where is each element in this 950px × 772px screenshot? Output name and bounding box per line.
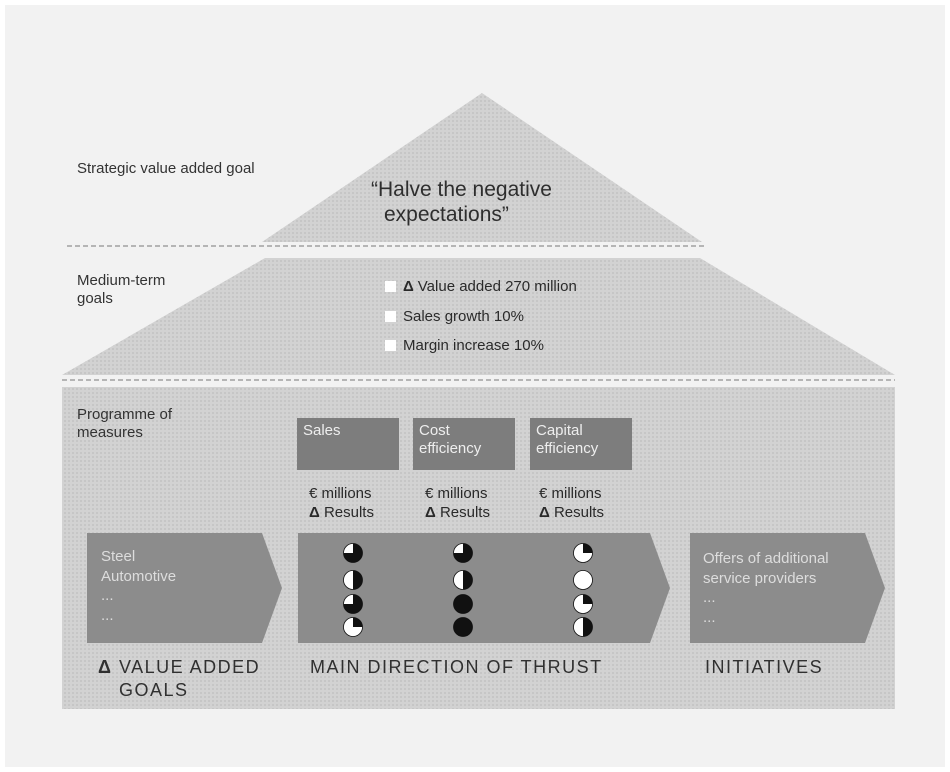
goal-text: Sales growth 10% <box>403 308 524 325</box>
category-label: Capital <box>536 422 583 439</box>
harvey-ball-icon <box>573 617 593 637</box>
unit-label: € millions Δ Results <box>425 485 490 523</box>
harvey-ball-fill <box>353 617 363 627</box>
category-box-capital-efficiency: Capital efficiency <box>530 418 632 470</box>
harvey-ball-base <box>453 617 473 637</box>
arrow-item: Offers of additional <box>703 550 829 567</box>
harvey-ball-icon <box>453 594 473 614</box>
arrow-item: ... <box>101 606 114 624</box>
delta-symbol: Δ <box>403 278 414 295</box>
unit-millions: € millions <box>539 485 602 502</box>
unit-results: Δ Results <box>309 504 374 523</box>
category-label: Cost <box>419 422 450 439</box>
middle-label-line2: goals <box>77 290 113 307</box>
harvey-ball-icon <box>343 570 363 590</box>
results-text: Results <box>323 503 374 521</box>
harvey-ball-fill <box>453 543 473 563</box>
harvey-ball-icon <box>343 543 363 563</box>
arrow-item: service providers <box>703 569 817 587</box>
roof-label: Strategic value added goal <box>77 160 255 177</box>
caption-line: VALUE ADDED <box>118 657 261 677</box>
harvey-ball-fill <box>583 594 593 604</box>
harvey-ball-base <box>453 594 473 614</box>
harvey-ball-icon <box>343 594 363 614</box>
unit-results: Δ Results <box>425 504 490 523</box>
caption-main-direction: MAIN DIRECTION OF THRUST <box>310 657 603 677</box>
category-label: efficiency <box>536 440 599 457</box>
left-arrow <box>87 533 282 643</box>
caption-value-added-goals: Δ VALUE ADDED GOALS <box>98 656 260 701</box>
category-label: Sales <box>303 422 341 439</box>
arrow-item: ... <box>703 608 716 626</box>
category-box-cost-efficiency: Cost efficiency <box>413 418 515 470</box>
bullet-square-icon <box>385 340 396 351</box>
bullet-square-icon <box>385 311 396 322</box>
arrow-item: Steel <box>101 548 136 565</box>
right-arrow-items: Offers of additional service providers .… <box>703 549 829 627</box>
harvey-ball-icon <box>573 570 593 590</box>
harvey-ball-icon <box>453 617 473 637</box>
goal-text: Value added 270 million <box>417 278 577 295</box>
unit-results: Δ Results <box>539 504 604 523</box>
harvey-ball-fill <box>343 594 363 614</box>
harvey-ball-fill <box>583 617 593 637</box>
left-arrow-items: Steel Automotive ... ... <box>101 547 176 625</box>
results-text: Results <box>553 503 604 521</box>
base-label-line2: measures <box>77 424 143 441</box>
roof-quote-line1: “Halve the negative <box>371 178 552 201</box>
unit-label: € millions Δ Results <box>539 485 604 523</box>
harvey-ball-fill <box>463 570 473 590</box>
middle-label-line1: Medium-term <box>77 272 166 289</box>
delta-symbol: Δ <box>539 503 550 521</box>
delta-symbol: Δ <box>98 657 113 677</box>
harvey-ball-icon <box>453 570 473 590</box>
caption-initiatives: INITIATIVES <box>705 657 824 677</box>
base-label-line1: Programme of <box>77 406 173 423</box>
middle-trapezoid <box>62 258 895 375</box>
arrow-item: Automotive <box>101 567 177 585</box>
harvey-balls <box>343 543 593 637</box>
goal-item: Margin increase 10% <box>385 337 544 354</box>
delta-symbol: Δ <box>425 503 436 521</box>
roof-quote-line2: expectations” <box>384 203 509 226</box>
goal-item: Sales growth 10% <box>385 308 524 325</box>
results-text: Results <box>439 503 490 521</box>
harvey-ball-icon <box>343 617 363 637</box>
harvey-ball-fill <box>353 570 363 590</box>
harvey-ball-icon <box>453 543 473 563</box>
category-label: efficiency <box>419 440 482 457</box>
unit-millions: € millions <box>309 485 372 502</box>
unit-millions: € millions <box>425 485 488 502</box>
unit-label: € millions Δ Results <box>309 485 374 523</box>
roof-triangle <box>262 93 702 242</box>
harvey-ball-fill <box>343 543 363 563</box>
harvey-ball-base <box>573 570 593 590</box>
harvey-ball-fill <box>583 543 593 553</box>
right-arrow <box>690 533 885 643</box>
goal-item: Δ Value added 270 million <box>385 278 577 295</box>
delta-symbol: Δ <box>309 503 320 521</box>
harvey-ball-icon <box>573 594 593 614</box>
harvey-ball-icon <box>573 543 593 563</box>
goal-text: Margin increase 10% <box>403 337 544 354</box>
caption-line: GOALS <box>119 679 189 700</box>
category-box-sales: Sales <box>297 418 399 470</box>
bullet-square-icon <box>385 281 396 292</box>
arrow-item: ... <box>101 587 114 604</box>
arrow-item: ... <box>703 589 716 606</box>
